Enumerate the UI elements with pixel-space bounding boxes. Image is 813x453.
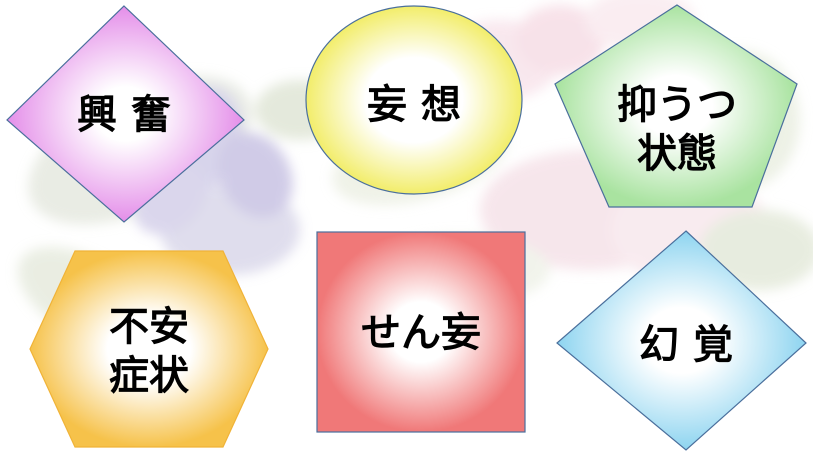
pentagon-shape-yokuutsu [554,4,798,208]
label-fuan: 不安 症状 [109,304,189,399]
diamond-shape-genkaku [556,230,807,451]
square-shape-senmo [316,231,526,433]
label-genkaku: 幻 覚 [639,321,733,368]
label-kofun: 興 奮 [77,91,171,138]
label-moso: 妄 想 [367,81,461,128]
label-senmo: せん妄 [361,309,481,356]
diamond-shape-kofun [6,5,245,223]
circle-shape-moso [305,5,523,195]
label-yokuutsu: 抑うつ 状態 [617,82,737,177]
hexagon-shape-fuan [29,250,269,448]
